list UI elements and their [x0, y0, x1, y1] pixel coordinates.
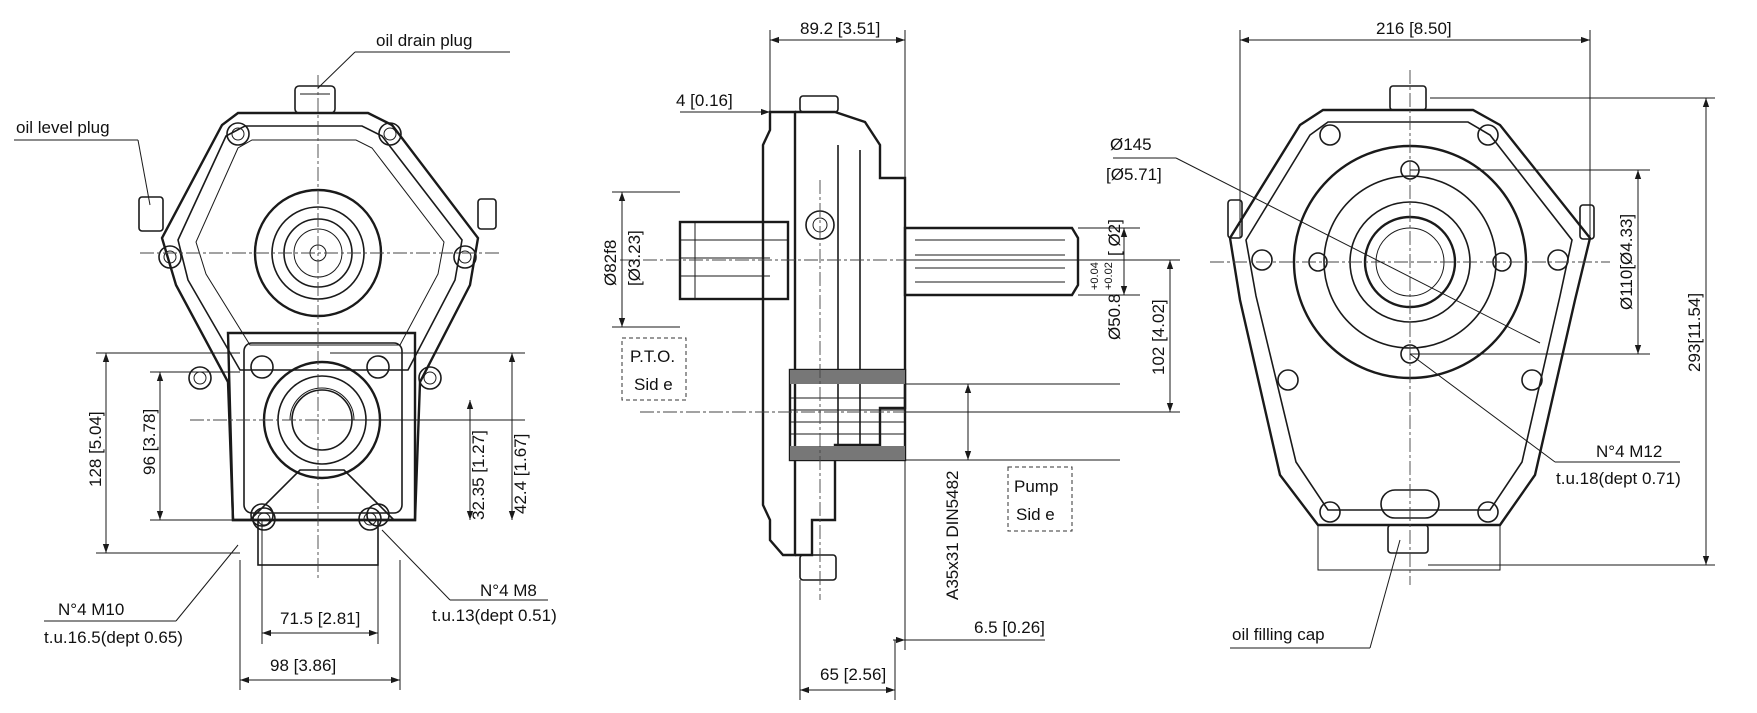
front-callouts: oil drain plug oil level plug N°4 M10 t.… [14, 31, 557, 647]
rear-dimensions: 216 [8.50] Ø145 [Ø5.71] Ø110[Ø4.33] 293[… [1106, 19, 1715, 566]
label-m12-line1: N°4 M12 [1596, 442, 1662, 461]
dim-tol-upper: +0.04 [1089, 262, 1101, 290]
dim-65: 65 [2.56] [820, 665, 886, 684]
label-m10-line1: N°4 M10 [58, 600, 124, 619]
dim-89-2: 89.2 [3.51] [800, 19, 880, 38]
label-pto-line1: P.T.O. [630, 347, 675, 366]
rear-bolt-bosses [1251, 124, 1569, 523]
dim-32-35: 32.35 [1.27] [469, 430, 488, 520]
dim-tol-lower: +0.02 [1103, 262, 1115, 290]
label-oil-drain-plug: oil drain plug [376, 31, 472, 50]
label-m8-line2: t.u.13(dept 0.51) [432, 606, 557, 625]
label-pump-line1: Pump [1014, 477, 1058, 496]
dim-d50-8: Ø50.8 [1105, 294, 1124, 340]
dim-98: 98 [3.86] [270, 656, 336, 675]
dim-4: 4 [0.16] [676, 91, 733, 110]
rear-callouts: N°4 M12 t.u.18(dept 0.71) oil filling ca… [1230, 353, 1681, 649]
label-oil-filling-cap: oil filling cap [1232, 625, 1325, 644]
dim-102: 102 [4.02] [1149, 299, 1168, 375]
rear-view [1210, 70, 1610, 585]
dim-128: 128 [5.04] [86, 411, 105, 487]
label-m10-line2: t.u.16.5(dept 0.65) [44, 628, 183, 647]
dim-6-5: 6.5 [0.26] [974, 618, 1045, 637]
label-oil-level-plug: oil level plug [16, 118, 110, 137]
side-callouts: P.T.O. Sid e Pump Sid e [621, 337, 1073, 532]
label-m12-line2: t.u.18(dept 0.71) [1556, 469, 1681, 488]
dim-96: 96 [3.78] [140, 409, 159, 475]
front-dimensions: 128 [5.04] 96 [3.78] 32.35 [1.27] 42.4 [… [86, 352, 530, 690]
dim-216: 216 [8.50] [1376, 19, 1452, 38]
dim-d145-in: [Ø5.71] [1106, 165, 1162, 184]
dim-d82: Ø82f8 [601, 240, 620, 286]
side-view [620, 95, 1090, 600]
dim-d110: Ø110[Ø4.33] [1617, 214, 1636, 310]
dim-d2: [ Ø2] [1105, 219, 1124, 256]
label-pump-line2: Sid e [1016, 505, 1055, 524]
dim-d145: Ø145 [1110, 135, 1152, 154]
dim-42-4: 42.4 [1.67] [511, 434, 530, 514]
label-m8-line1: N°4 M8 [480, 581, 537, 600]
label-pto-line2: Sid e [634, 375, 673, 394]
side-dimensions: 89.2 [3.51] 4 [0.16] Ø82f8 [Ø3.23] Ø50.8… [601, 19, 1180, 700]
front-view [138, 75, 500, 580]
dim-spline: A35x31 DIN5482 [943, 471, 962, 600]
front-bolt-bosses [158, 122, 477, 531]
dim-71-5: 71.5 [2.81] [280, 609, 360, 628]
dim-293: 293[11.54] [1685, 293, 1704, 372]
dim-d82-in: [Ø3.23] [625, 230, 644, 286]
